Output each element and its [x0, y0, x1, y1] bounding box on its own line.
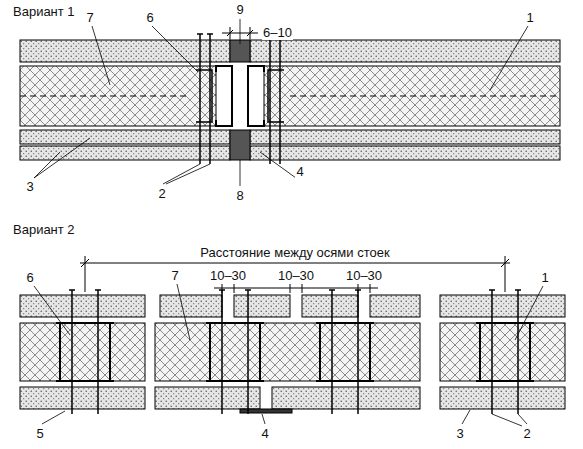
callout-number: 4 [295, 164, 304, 179]
dimension: 10–30 [277, 268, 315, 283]
dimension: Расстояние между осями стоек [199, 245, 390, 260]
callout-number: 2 [522, 426, 531, 441]
variant-heading: Вариант 1 [12, 4, 76, 19]
callout-number: 8 [235, 188, 244, 203]
variant-heading: Вариант 2 [12, 222, 76, 237]
callout-number: 1 [525, 10, 534, 25]
dimension: 6–10 [262, 25, 293, 40]
screws [69, 34, 521, 414]
variant-2-drawing [20, 256, 565, 413]
callout-number: 7 [85, 10, 94, 25]
callout-number: 2 [157, 186, 166, 201]
callout-number: 3 [455, 426, 464, 441]
callout-number: 5 [35, 426, 44, 441]
callout-number: 6 [25, 270, 34, 285]
callout-number: 9 [235, 2, 244, 17]
callout-number: 6 [145, 10, 154, 25]
callout-number: 3 [25, 179, 34, 194]
callout-number: 4 [260, 426, 269, 441]
callout-number: 1 [540, 270, 549, 285]
leader-lines [34, 19, 543, 426]
dimension: 10–30 [345, 268, 383, 283]
dimension: 10–30 [209, 268, 247, 283]
variant-1-drawing [20, 27, 560, 160]
callout-number: 7 [170, 268, 179, 283]
